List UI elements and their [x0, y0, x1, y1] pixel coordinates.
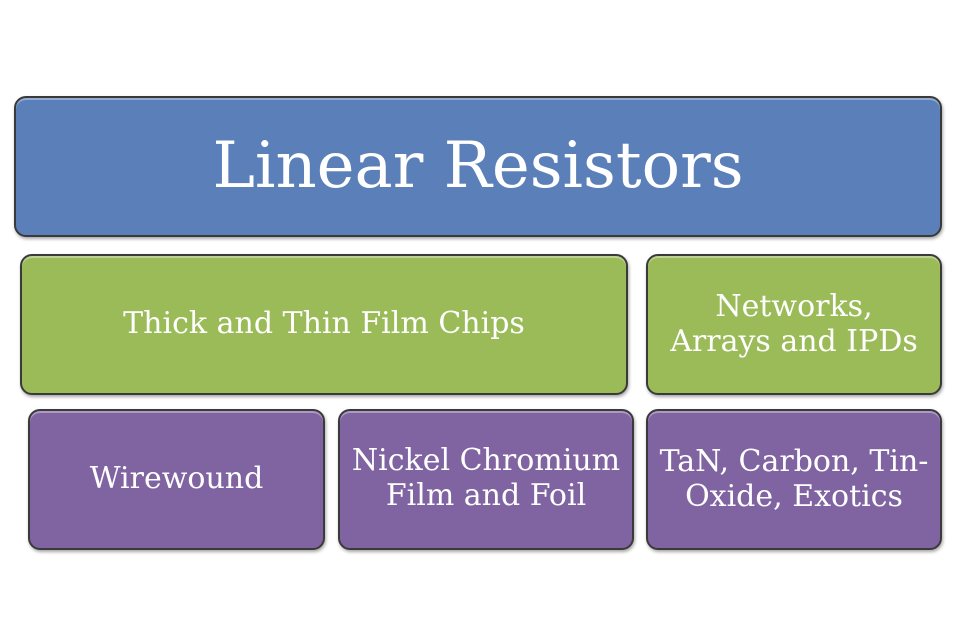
- nickel-chromium-label-line1: Nickel Chromium: [351, 443, 621, 478]
- nickel-chromium-box: Nickel Chromium Film and Foil: [338, 409, 634, 550]
- linear-resistors-box: Linear Resistors: [14, 96, 942, 237]
- thick-thin-film-chips-box: Thick and Thin Film Chips: [20, 254, 628, 395]
- networks-label-line2: Arrays and IPDs: [670, 323, 918, 359]
- thick-thin-film-chips-label: Thick and Thin Film Chips: [123, 306, 525, 342]
- networks-arrays-ipds-box: Networks, Arrays and IPDs: [646, 254, 942, 395]
- wirewound-label: Wirewound: [89, 461, 264, 497]
- diagram-title: Linear Resistors: [212, 128, 744, 203]
- nickel-chromium-label-line2: Film and Foil: [385, 477, 587, 513]
- exotics-label-line2: Oxide, Exotics: [685, 478, 903, 514]
- exotics-label-line1: TaN, Carbon, Tin-: [659, 444, 929, 479]
- wirewound-box: Wirewound: [28, 409, 325, 550]
- networks-label-line1: Networks,: [715, 289, 873, 324]
- tan-carbon-exotics-box: TaN, Carbon, Tin- Oxide, Exotics: [646, 409, 942, 550]
